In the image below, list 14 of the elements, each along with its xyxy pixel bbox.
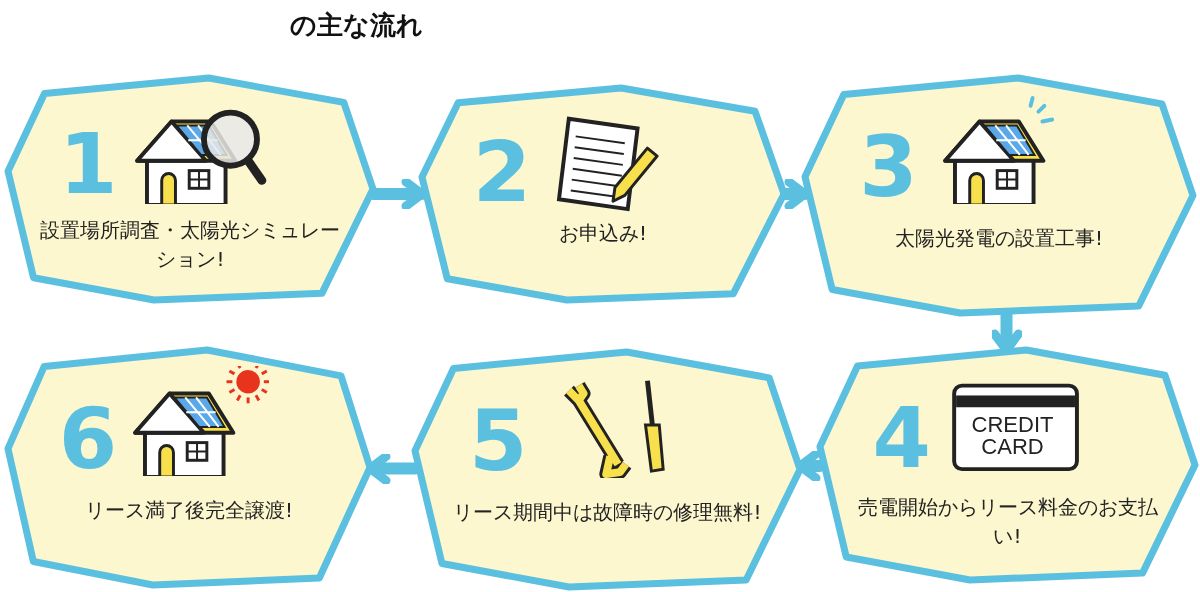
step-number: 4 — [872, 396, 931, 480]
step-caption: リース満了後完全譲渡! — [83, 496, 294, 524]
card-text: CREDIT CARD — [970, 414, 1055, 459]
step-caption: 設置場所調査・太陽光シミュレーション! — [39, 216, 342, 273]
step-caption: 売電開始からリース料金のお支払い! — [856, 493, 1159, 550]
step-number: 3 — [859, 125, 918, 209]
title: の主な流れ — [290, 9, 423, 42]
step-number: 1 — [59, 122, 118, 207]
step-caption: 太陽光発電の設置工事! — [893, 224, 1104, 252]
step-number: 2 — [472, 130, 532, 215]
step-number: 5 — [468, 399, 528, 483]
step-caption: リース期間中は故障時の修理無料! — [452, 498, 763, 526]
step-caption: お申込み! — [557, 220, 648, 248]
step-number: 6 — [58, 397, 118, 481]
